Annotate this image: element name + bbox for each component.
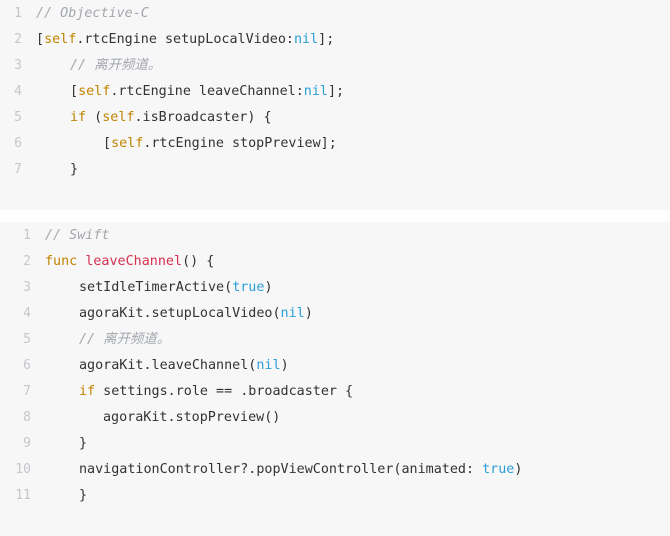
code-token-kw: if bbox=[70, 110, 87, 125]
code-token-plain: agoraKit.leaveChannel( bbox=[79, 358, 257, 373]
code-token-plain: ) bbox=[304, 306, 313, 321]
code-line: 6 agoraKit.leaveChannel(nil) bbox=[0, 353, 670, 379]
code-token-plain: .rtcEngine setupLocalVideo: bbox=[76, 32, 294, 47]
code-text: navigationController?.popViewController(… bbox=[79, 457, 522, 483]
line-number: 3 bbox=[14, 58, 22, 73]
code-token-plain: ) bbox=[280, 358, 289, 373]
code-token-plain: [ bbox=[70, 84, 79, 99]
code-token-plain: agoraKit.stopPreview() bbox=[103, 410, 281, 425]
code-token-plain: ) bbox=[514, 462, 523, 477]
code-text: } bbox=[79, 483, 87, 509]
line-number: 4 bbox=[14, 84, 22, 99]
line-number: 10 bbox=[15, 462, 31, 477]
line-number: 1 bbox=[14, 6, 22, 21]
line-number: 5 bbox=[23, 332, 31, 347]
code-token-comment: // 离开频道。 bbox=[70, 58, 162, 73]
line-number: 3 bbox=[23, 280, 31, 295]
line-number: 4 bbox=[23, 306, 31, 321]
code-line: 2 [self.rtcEngine setupLocalVideo:nil]; bbox=[0, 27, 670, 53]
code-line: 5 // 离开频道。 bbox=[0, 327, 670, 353]
code-line: 1 // Swift bbox=[0, 223, 670, 249]
code-token-comment: // 离开频道。 bbox=[79, 332, 171, 347]
code-text: agoraKit.stopPreview() bbox=[103, 405, 280, 431]
code-line: 10 navigationController?.popViewControlle… bbox=[0, 457, 670, 483]
code-token-self: self bbox=[78, 84, 111, 99]
code-text: [self.rtcEngine setupLocalVideo:nil]; bbox=[36, 27, 334, 53]
line-number: 7 bbox=[14, 162, 22, 177]
code-line: 4 agoraKit.setupLocalVideo(nil) bbox=[0, 301, 670, 327]
code-line: 5 if (self.isBroadcaster) { bbox=[0, 105, 670, 131]
code-token-plain: () { bbox=[182, 254, 215, 269]
code-token-plain: ]; bbox=[327, 84, 345, 99]
code-token-nil: nil bbox=[280, 306, 305, 321]
code-text: // 离开频道。 bbox=[79, 327, 170, 353]
line-number: 8 bbox=[23, 410, 31, 425]
code-token-bool: true bbox=[482, 462, 515, 477]
code-text: agoraKit.setupLocalVideo(nil) bbox=[79, 301, 313, 327]
code-token-self: self bbox=[102, 110, 135, 125]
code-line: 11} bbox=[0, 483, 670, 509]
code-token-plain: } bbox=[70, 162, 79, 177]
code-token-plain: [ bbox=[36, 32, 45, 47]
code-token-plain: .rtcEngine leaveChannel: bbox=[110, 84, 304, 99]
code-token-plain: setIdleTimerActive( bbox=[79, 280, 233, 295]
code-text: if (self.isBroadcaster) { bbox=[70, 105, 272, 131]
code-text: agoraKit.leaveChannel(nil) bbox=[79, 353, 289, 379]
code-token-kw: func bbox=[45, 254, 78, 269]
code-token-func: leaveChannel bbox=[85, 254, 183, 269]
code-text: } bbox=[70, 157, 78, 183]
code-line: 1 // Objective-C bbox=[0, 1, 670, 27]
code-text: [self.rtcEngine stopPreview]; bbox=[103, 131, 337, 157]
code-line: 6 [self.rtcEngine stopPreview]; bbox=[0, 131, 670, 157]
code-token-plain: agoraKit.setupLocalVideo( bbox=[79, 306, 281, 321]
code-token-comment: // Objective-C bbox=[36, 6, 149, 21]
line-number: 2 bbox=[23, 254, 31, 269]
code-token-plain: } bbox=[79, 488, 88, 503]
code-token-nil: nil bbox=[303, 84, 328, 99]
code-token-plain: } bbox=[79, 436, 88, 451]
line-number: 7 bbox=[23, 384, 31, 399]
code-token-bool: true bbox=[232, 280, 265, 295]
code-text: func leaveChannel() { bbox=[45, 249, 214, 275]
swift-code-block: 1 // Swift 2 func leaveChannel() { 3 setIdleT… bbox=[0, 222, 670, 536]
line-number: 6 bbox=[23, 358, 31, 373]
code-token-plain: ) bbox=[264, 280, 273, 295]
line-number: 2 bbox=[14, 32, 22, 47]
code-line: 7} bbox=[0, 157, 670, 183]
code-text: } bbox=[79, 431, 87, 457]
code-token-plain: ]; bbox=[318, 32, 335, 47]
code-text: // 离开频道。 bbox=[70, 53, 161, 79]
code-token-plain: .isBroadcaster) { bbox=[134, 110, 272, 125]
code-token-self: self bbox=[111, 136, 144, 151]
code-line: 7 if settings.role == .broadcaster { bbox=[0, 379, 670, 405]
line-number: 11 bbox=[15, 488, 31, 503]
code-token-plain: .rtcEngine stopPreview]; bbox=[143, 136, 337, 151]
line-number: 6 bbox=[14, 136, 22, 151]
code-token-self: self bbox=[44, 32, 77, 47]
line-number: 1 bbox=[23, 228, 31, 243]
code-token-plain: settings.role == .broadcaster { bbox=[95, 384, 354, 399]
code-line: 3 // 离开频道。 bbox=[0, 53, 670, 79]
code-token-comment: // Swift bbox=[45, 228, 110, 243]
code-token-plain: navigationController?.popViewController(… bbox=[79, 462, 483, 477]
code-token-plain: [ bbox=[103, 136, 112, 151]
code-token-plain: ( bbox=[86, 110, 103, 125]
code-line: 3 setIdleTimerActive(true) bbox=[0, 275, 670, 301]
line-number: 9 bbox=[23, 436, 31, 451]
line-number: 5 bbox=[14, 110, 22, 125]
code-text: // Swift bbox=[45, 223, 110, 249]
code-token-nil: nil bbox=[256, 358, 281, 373]
code-text: if settings.role == .broadcaster { bbox=[79, 379, 353, 405]
code-line: 2 func leaveChannel() { bbox=[0, 249, 670, 275]
code-text: setIdleTimerActive(true) bbox=[79, 275, 273, 301]
code-line: 8 agoraKit.stopPreview() bbox=[0, 405, 670, 431]
code-text: // Objective-C bbox=[36, 1, 149, 27]
code-token-nil: nil bbox=[293, 32, 319, 47]
code-line: 4 [self.rtcEngine leaveChannel:nil]; bbox=[0, 79, 670, 105]
code-token-kw: if bbox=[79, 384, 96, 399]
code-text: [self.rtcEngine leaveChannel:nil]; bbox=[70, 79, 344, 105]
code-line: 9} bbox=[0, 431, 670, 457]
